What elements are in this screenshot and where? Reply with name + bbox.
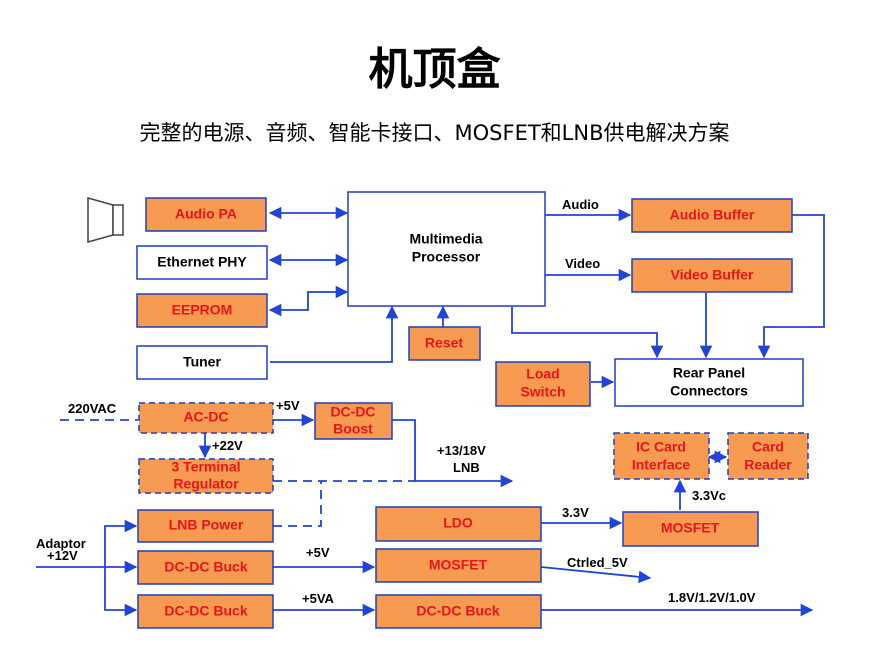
processor-label-line1: Multimedia	[409, 231, 482, 247]
tuner-label: Tuner	[183, 354, 221, 370]
ldo-label: LDO	[443, 515, 473, 531]
rear-panel-block: Rear Panel Connectors	[614, 358, 804, 407]
adaptor-label: Adaptor	[36, 536, 86, 551]
reset-label: Reset	[425, 335, 463, 351]
mosfet-block-1: MOSFET	[375, 548, 542, 583]
v3v3c-label: 3.3Vc	[692, 488, 726, 503]
audio-signal-label: Audio	[562, 197, 599, 212]
rear-panel-label-line2: Connectors	[670, 383, 748, 399]
plus22v-label: +22V	[212, 438, 243, 453]
eeprom-label: EEPROM	[172, 302, 233, 318]
acdc-5v-label: +5V	[276, 398, 300, 413]
dcdc-buck-label-1: DC-DC Buck	[164, 559, 247, 575]
signal-labels: Audio Video 220VAC +5V +22V +13/18V LNB …	[36, 197, 756, 606]
ic-card-label-line2: Interface	[632, 457, 691, 473]
ac-dc-block: AC-DC	[138, 402, 274, 434]
dcdc-buck-label-3: DC-DC Buck	[416, 603, 499, 619]
mosfet-label-1: MOSFET	[429, 557, 488, 573]
page-title: 机顶盒	[368, 44, 501, 95]
connection-wires	[36, 206, 825, 617]
load-switch-label-line2: Switch	[520, 384, 565, 400]
video-buffer-block: Video Buffer	[631, 258, 793, 293]
video-signal-label: Video	[565, 256, 600, 271]
mosfet-label-2: MOSFET	[661, 520, 720, 536]
load-switch-label-line1: Load	[526, 366, 559, 382]
card-reader-block: Card Reader	[727, 432, 809, 480]
ldo-3v3-label: 3.3V	[562, 505, 589, 520]
video-buffer-label: Video Buffer	[671, 267, 755, 283]
lnb-power-block: LNB Power	[137, 509, 274, 543]
ctrled-5v-label: Ctrled_5V	[567, 555, 628, 570]
regulator-label-line2: Regulator	[173, 476, 239, 492]
lnb-power-label: LNB Power	[169, 517, 244, 533]
audio-buffer-label: Audio Buffer	[670, 207, 755, 223]
ldo-block: LDO	[375, 506, 542, 542]
buck-5v-label: +5V	[306, 545, 330, 560]
dcdc-buck-block-1: DC-DC Buck	[137, 550, 274, 585]
audio-buffer-block: Audio Buffer	[631, 198, 793, 233]
processor-label-line2: Processor	[412, 249, 481, 265]
mosfet-block-2: MOSFET	[622, 511, 759, 547]
multimedia-processor-block: Multimedia Processor	[347, 191, 546, 307]
speaker-icon	[87, 197, 124, 243]
dcdc-buck-block-2: DC-DC Buck	[137, 594, 274, 629]
regulator-block: 3 Terminal Regulator	[138, 458, 274, 494]
vac-label: 220VAC	[68, 401, 117, 416]
dcdc-boost-label-line2: Boost	[333, 421, 373, 437]
plus12v-label: +12V	[47, 548, 78, 563]
reset-block: Reset	[408, 326, 481, 361]
ic-card-label-line1: IC Card	[636, 439, 686, 455]
ic-card-interface-block: IC Card Interface	[613, 432, 710, 480]
ethernet-phy-block: Ethernet PHY	[136, 245, 268, 280]
dcdc-buck-block-3: DC-DC Buck	[375, 594, 542, 629]
regulator-label-line1: 3 Terminal	[172, 459, 241, 475]
plus5va-label: +5VA	[302, 591, 335, 606]
multi-voltage-label: 1.8V/1.2V/1.0V	[668, 590, 756, 605]
card-reader-label-line2: Reader	[744, 457, 792, 473]
ac-dc-label: AC-DC	[183, 409, 228, 425]
card-reader-label-line1: Card	[752, 439, 784, 455]
dcdc-boost-block: DC-DC Boost	[314, 402, 393, 440]
audio-pa-label: Audio PA	[175, 206, 237, 222]
rear-panel-label-line1: Rear Panel	[673, 365, 745, 381]
lnb-label: LNB	[453, 460, 480, 475]
tuner-block: Tuner	[136, 345, 268, 380]
dcdc-buck-label-2: DC-DC Buck	[164, 603, 247, 619]
audio-pa-block: Audio PA	[145, 197, 267, 232]
load-switch-block: Load Switch	[495, 361, 591, 407]
lnb-voltage-label: +13/18V	[437, 443, 486, 458]
page-subtitle: 完整的电源、音频、智能卡接口、MOSFET和LNB供电解决方案	[139, 121, 730, 145]
dcdc-boost-label-line1: DC-DC	[330, 404, 375, 420]
ethernet-phy-label: Ethernet PHY	[157, 254, 247, 270]
eeprom-block: EEPROM	[136, 293, 268, 328]
